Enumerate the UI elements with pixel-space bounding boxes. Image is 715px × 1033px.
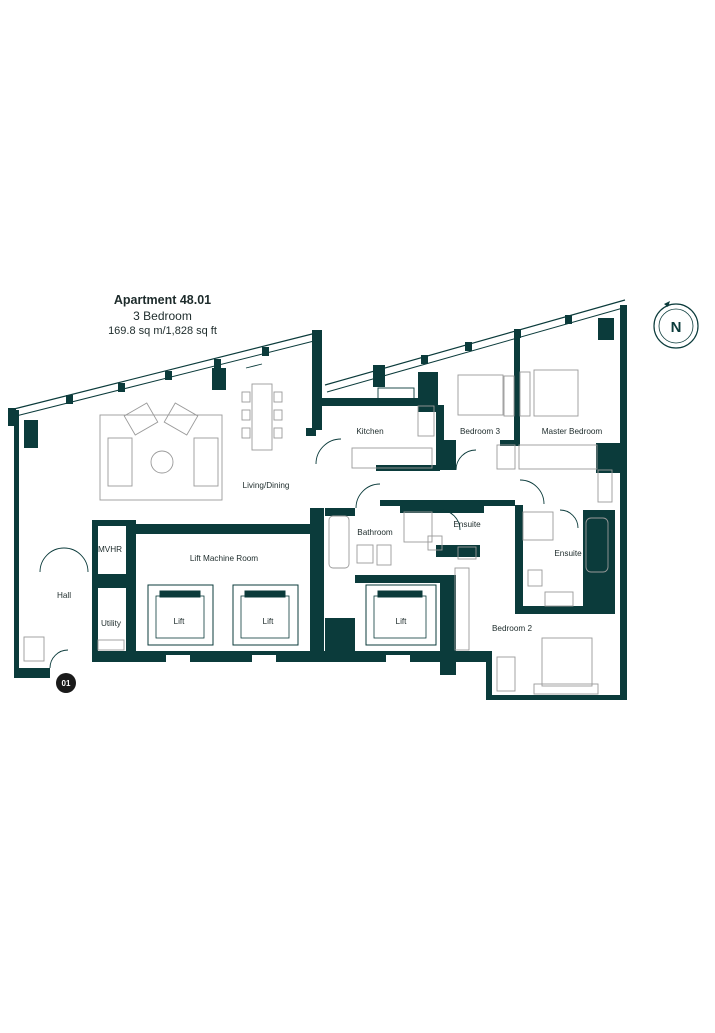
- lift-shafts: [147, 584, 437, 662]
- room-label-ensuite-2: Ensuite: [554, 549, 582, 558]
- entrance-number: 01: [62, 679, 71, 688]
- bedroom-count: 3 Bedroom: [133, 309, 192, 323]
- apartment-title: Apartment 48.01: [113, 293, 212, 307]
- room-label-bedroom-3: Bedroom 3: [460, 427, 500, 436]
- furniture: [23, 363, 613, 695]
- room-label-utility: Utility: [101, 619, 122, 628]
- room-label-lift-2: Lift: [263, 617, 275, 626]
- room-label-lift-machine-room: Lift Machine Room: [190, 554, 258, 563]
- room-labels: Living/Dining Kitchen Bedroom 3 Master B…: [57, 427, 602, 633]
- room-label-kitchen: Kitchen: [356, 427, 384, 436]
- room-label-mvhr: MVHR: [98, 545, 122, 554]
- room-label-lift-1: Lift: [174, 617, 186, 626]
- room-label-bedroom-2: Bedroom 2: [492, 624, 532, 633]
- room-label-ensuite-1: Ensuite: [453, 520, 481, 529]
- room-label-bathroom: Bathroom: [357, 528, 393, 537]
- north-compass-icon: N: [653, 301, 699, 349]
- walls: [8, 305, 627, 700]
- room-label-living-dining: Living/Dining: [243, 481, 290, 490]
- room-label-lift-3: Lift: [396, 617, 408, 626]
- entrance-badge: 01: [56, 673, 76, 693]
- doors: [39, 438, 579, 669]
- room-label-master-bedroom: Master Bedroom: [542, 427, 603, 436]
- north-label: N: [671, 319, 682, 336]
- floor-area: 169.8 sq m/1,828 sq ft: [108, 325, 217, 337]
- room-label-hall: Hall: [57, 591, 71, 600]
